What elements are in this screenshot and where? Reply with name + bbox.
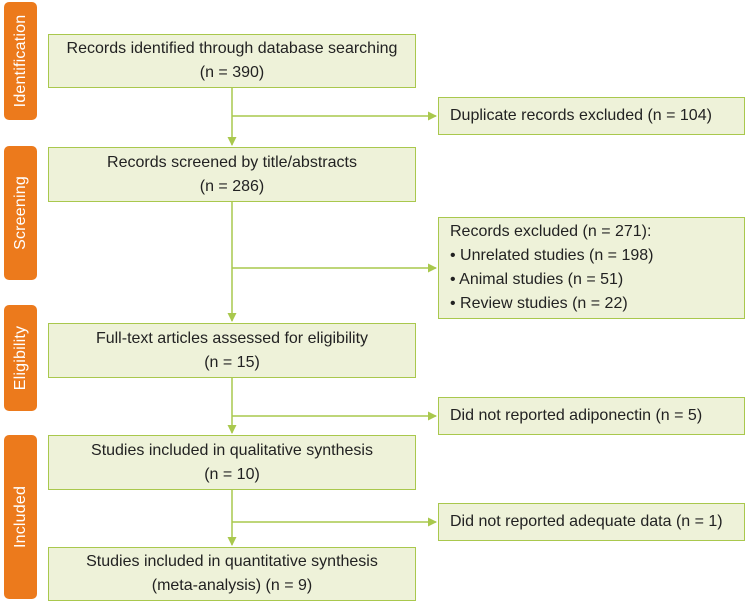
box-fulltext-assessed-line1: Full-text articles assessed for eligibil…	[95, 329, 369, 347]
box-duplicates-excluded-text: Duplicate records excluded (n = 104)	[450, 107, 712, 124]
box-records-identified-line2: (n = 390)	[199, 64, 265, 81]
box-records-screened-line1: Records screened by title/abstracts	[107, 153, 357, 171]
records-excluded-item: • Unrelated studies (n = 198)	[450, 247, 654, 264]
box-qualitative-synthesis-line1: Studies included in qualitative synthesi…	[91, 441, 373, 459]
box-no-adequate-data: Did not reported adequate data (n = 1)	[438, 503, 745, 541]
box-fulltext-assessed: Full-text articles assessed for eligibil…	[48, 323, 416, 378]
box-fulltext-assessed-line2: (n = 15)	[204, 353, 260, 371]
records-excluded-item: • Animal studies (n = 51)	[450, 271, 624, 288]
box-records-identified: Records identified through database sear…	[48, 34, 416, 88]
box-quantitative-synthesis-line2: (meta-analysis) (n = 9)	[151, 577, 313, 594]
phase-included: Included	[4, 435, 37, 599]
box-records-excluded: Records excluded (n = 271): • Unrelated …	[438, 217, 745, 319]
phase-screening: Screening	[4, 146, 37, 280]
box-records-identified-line1: Records identified through database sear…	[66, 40, 398, 57]
phase-identification: Identification	[4, 2, 37, 120]
box-qualitative-synthesis: Studies included in qualitative synthesi…	[48, 435, 416, 490]
box-no-adiponectin-text: Did not reported adiponectin (n = 5)	[450, 407, 703, 424]
box-quantitative-synthesis: Studies included in quantitative synthes…	[48, 547, 416, 601]
box-no-adiponectin: Did not reported adiponectin (n = 5)	[438, 397, 745, 435]
box-duplicates-excluded: Duplicate records excluded (n = 104)	[438, 97, 745, 135]
records-excluded-item: • Review studies (n = 22)	[450, 295, 628, 312]
box-records-screened: Records screened by title/abstracts (n =…	[48, 147, 416, 202]
box-qualitative-synthesis-line2: (n = 10)	[204, 465, 260, 483]
box-records-screened-line2: (n = 286)	[199, 177, 265, 195]
phase-eligibility: Eligibility	[4, 305, 37, 411]
box-no-adequate-data-text: Did not reported adequate data (n = 1)	[450, 513, 723, 530]
records-excluded-title: Records excluded (n = 271):	[450, 223, 652, 240]
box-quantitative-synthesis-line1: Studies included in quantitative synthes…	[86, 553, 378, 570]
